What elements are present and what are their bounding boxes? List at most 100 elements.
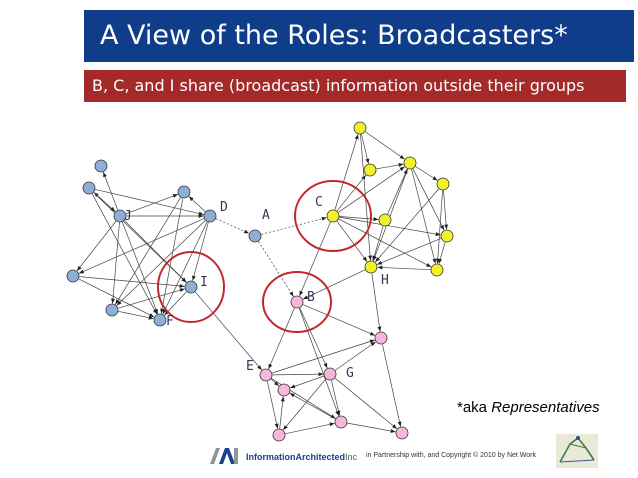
node-label-J: J [124, 209, 132, 224]
highlight-rings-layer [157, 180, 372, 333]
node-p4 [395, 426, 409, 440]
edge-b5-I [118, 288, 185, 309]
node-label-C: C [315, 195, 323, 210]
edge-b4-I [79, 276, 185, 288]
edge-G-p1 [335, 341, 376, 371]
edge-y3-y5 [412, 168, 445, 231]
edge-b2-I [93, 192, 187, 283]
edge-y6-H [377, 265, 431, 271]
edge-C-B [299, 221, 331, 297]
node-E [259, 368, 273, 382]
edge-y1-y2 [361, 134, 370, 164]
edges-layer [76, 131, 449, 435]
edge-C-y7 [339, 216, 379, 222]
company-suffix: Inc [345, 452, 358, 462]
node-A [248, 229, 262, 243]
edge-C-y6 [338, 218, 432, 268]
edge-D-b4 [78, 218, 205, 274]
edge-D-F [162, 221, 208, 315]
edge-B-p3 [298, 307, 340, 417]
node-label-D: D [220, 200, 228, 215]
edge-y5-y6 [438, 242, 446, 264]
node-y3 [403, 156, 417, 170]
edge-y3-y4 [415, 166, 438, 181]
edge-y4-y5 [443, 190, 449, 230]
slide-title: A View of the Roles: Broadcasters* [84, 10, 634, 62]
edge-E-p1 [272, 339, 375, 374]
footer-copyright: in Partnership with, and Copyright © 201… [366, 452, 536, 459]
node-b5 [105, 303, 119, 317]
note-italic: Representatives [491, 399, 600, 416]
edge-G-p4 [334, 377, 398, 430]
edge-G-p3 [331, 380, 341, 416]
edge-y3-y6 [411, 169, 437, 264]
edge-D-b5 [116, 220, 206, 306]
edge-J-b5 [111, 222, 120, 304]
edge-C-y2 [336, 174, 367, 212]
node-b4 [66, 269, 80, 283]
edge-D-I [192, 222, 209, 281]
edge-y7-H [372, 226, 384, 261]
edge-G-p5 [290, 375, 324, 389]
edge-D-A [215, 218, 250, 234]
edge-b3-b5 [115, 197, 181, 305]
highlight-ring-B [262, 271, 332, 333]
node-y5 [440, 229, 454, 243]
edge-y3-H [372, 168, 409, 262]
note-prefix: *aka [457, 399, 492, 416]
edge-C-y3 [338, 166, 405, 213]
edge-y7-y3 [387, 168, 408, 215]
edge-y2-y3 [376, 163, 404, 170]
edge-J-b4 [76, 220, 117, 272]
edge-H-p1 [371, 273, 382, 332]
edge-p2-p3 [285, 422, 335, 435]
edge-b2-J [93, 192, 116, 212]
nodes-layer [66, 121, 454, 442]
edge-y1-y3 [365, 131, 405, 160]
node-B [290, 295, 304, 309]
edge-A-B [258, 241, 294, 297]
node-b1 [94, 159, 108, 173]
node-y6 [430, 263, 444, 277]
node-label-B: B [307, 290, 315, 305]
node-D [203, 209, 217, 223]
iai-logo-icon [210, 448, 238, 464]
node-I [184, 280, 198, 294]
edge-p3-p4 [347, 422, 396, 433]
edge-E-p5 [270, 378, 280, 387]
edge-y5-H [376, 238, 442, 265]
edge-I-E [194, 291, 263, 371]
node-p3 [334, 415, 348, 429]
edge-D-b3 [188, 196, 206, 212]
network-logo-icon [556, 434, 598, 468]
edge-p1-p4 [382, 344, 402, 427]
edge-b4-F [78, 278, 155, 318]
edge-G-p2 [282, 378, 327, 431]
highlight-ring-C [294, 180, 372, 252]
node-p2 [272, 428, 286, 442]
edge-y4-y6 [435, 190, 443, 264]
edge-B-G [299, 307, 328, 369]
node-J [113, 209, 127, 223]
edge-C-y1 [334, 134, 359, 210]
edge-p3-p5 [289, 392, 336, 420]
edge-J-b3 [125, 193, 179, 215]
company-brand: InformationArchitected [246, 452, 346, 462]
edge-H-B [302, 269, 366, 300]
node-y1 [353, 121, 367, 135]
node-label-E: E [246, 359, 254, 374]
edge-y4-H [374, 188, 440, 263]
node-label-A: A [262, 208, 270, 223]
edge-E-p2 [267, 381, 279, 429]
footer-company: InformationArchitectedInc [246, 452, 357, 462]
node-b2 [82, 181, 96, 195]
edge-E-G [272, 372, 324, 377]
edge-C-H [336, 221, 368, 262]
node-y2 [363, 163, 377, 177]
node-label-F: F [166, 314, 174, 329]
edge-B-E [268, 307, 295, 370]
edge-b2-F [91, 193, 158, 315]
node-label-I: I [200, 275, 208, 290]
